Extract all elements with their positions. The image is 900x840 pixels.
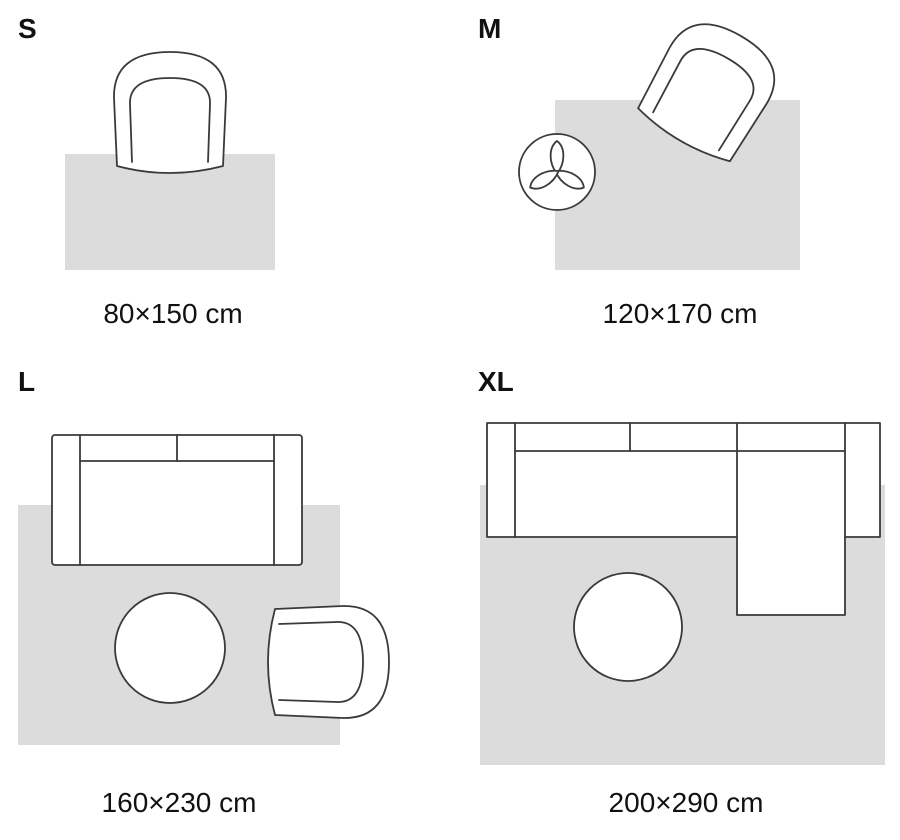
- plant-leaf: [549, 140, 565, 175]
- armchair-icon: [637, 23, 776, 163]
- dimension-label-m: 120×170 cm: [603, 298, 758, 329]
- plant-icon: [518, 133, 596, 211]
- ottoman: [114, 592, 226, 704]
- size-label-s: S: [18, 13, 37, 44]
- panel-l: L 160×230 cm: [18, 366, 390, 818]
- sofa-outline: [486, 422, 881, 616]
- armchair-icon: [267, 605, 390, 719]
- armchair-seat: [278, 621, 364, 703]
- panel-m: M 120×170 cm: [478, 13, 800, 329]
- sofa-icon: [51, 434, 303, 566]
- panel-s: S 80×150 cm: [18, 13, 275, 329]
- armchair-icon: [113, 51, 227, 174]
- dimension-label-xl: 200×290 cm: [609, 787, 764, 818]
- panel-xl: XL 200×290 cm: [478, 366, 885, 818]
- dimension-label-s: 80×150 cm: [103, 298, 242, 329]
- armchair-seat: [652, 48, 755, 152]
- plant-leaf: [554, 169, 585, 190]
- size-label-l: L: [18, 366, 35, 397]
- size-label-m: M: [478, 13, 501, 44]
- plant-leaf: [529, 169, 560, 190]
- sectional-sofa-icon: [486, 422, 881, 616]
- ottoman-icon: [114, 592, 226, 704]
- ottoman-icon: [573, 572, 683, 682]
- armchair-seat: [129, 77, 211, 163]
- size-label-xl: XL: [478, 366, 514, 397]
- ottoman: [573, 572, 683, 682]
- dimension-label-l: 160×230 cm: [102, 787, 257, 818]
- armchair-outline: [637, 23, 776, 163]
